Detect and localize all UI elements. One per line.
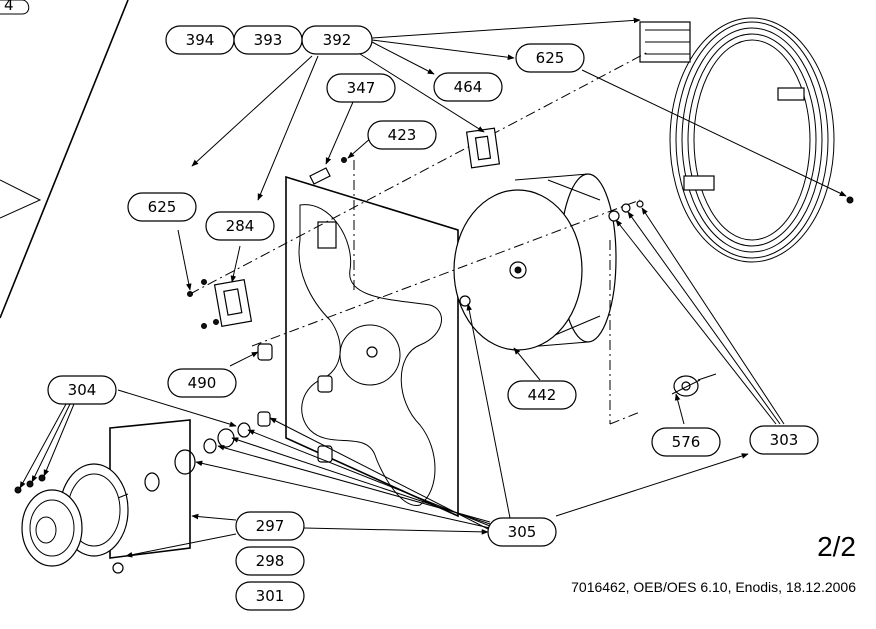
callout-394: 394 (165, 25, 235, 55)
svg-text:625: 625 (148, 198, 177, 216)
svg-text:625: 625 (536, 49, 565, 67)
callout-bubbles: 394 393 392 625 464 347 423 625 (47, 25, 819, 611)
svg-text:301: 301 (256, 587, 285, 605)
svg-text:347: 347 (347, 79, 376, 97)
callout-442: 442 (507, 380, 577, 410)
callout-423: 423 (367, 120, 437, 150)
svg-text:298: 298 (256, 552, 285, 570)
small-hardware (174, 127, 854, 475)
svg-text:392: 392 (323, 31, 352, 49)
svg-text:394: 394 (186, 31, 215, 49)
callout-625-top: 625 (515, 43, 585, 73)
callout-304: 304 (47, 375, 117, 405)
svg-text:490: 490 (188, 374, 217, 392)
corner-label-fragment: 4 (4, 0, 14, 14)
svg-text:303: 303 (770, 431, 799, 449)
svg-text:284: 284 (226, 217, 255, 235)
svg-text:423: 423 (388, 126, 417, 144)
page-number: 2/2 (817, 531, 856, 562)
svg-text:297: 297 (256, 517, 285, 535)
svg-text:576: 576 (672, 433, 701, 451)
callout-490: 490 (167, 368, 237, 398)
callout-301: 301 (235, 581, 305, 611)
callout-576: 576 (651, 427, 721, 457)
fan-motor (14, 463, 129, 574)
callout-347: 347 (326, 73, 396, 103)
heating-coil (639, 17, 835, 263)
drawing-caption: 7016462, OEB/OES 6.10, Enodis, 18.12.200… (571, 579, 856, 595)
svg-text:464: 464 (454, 78, 483, 96)
callout-393: 393 (233, 25, 303, 55)
back-plate (285, 175, 459, 518)
callout-297: 297 (235, 511, 305, 541)
callout-298: 298 (235, 546, 305, 576)
svg-text:442: 442 (528, 386, 557, 404)
callout-392: 392 (301, 25, 373, 55)
callout-284: 284 (205, 211, 275, 241)
svg-text:393: 393 (254, 31, 283, 49)
svg-text:304: 304 (68, 381, 97, 399)
leader-lines (19, 17, 847, 558)
callout-305: 305 (487, 517, 557, 547)
assembly-axis-lines (189, 51, 649, 425)
callout-625-left: 625 (127, 192, 197, 222)
callout-303: 303 (749, 425, 819, 455)
callout-464: 464 (433, 72, 503, 102)
left-border-fragment: 4 (0, 0, 129, 319)
svg-text:305: 305 (508, 523, 537, 541)
fan-wheel (453, 173, 617, 351)
